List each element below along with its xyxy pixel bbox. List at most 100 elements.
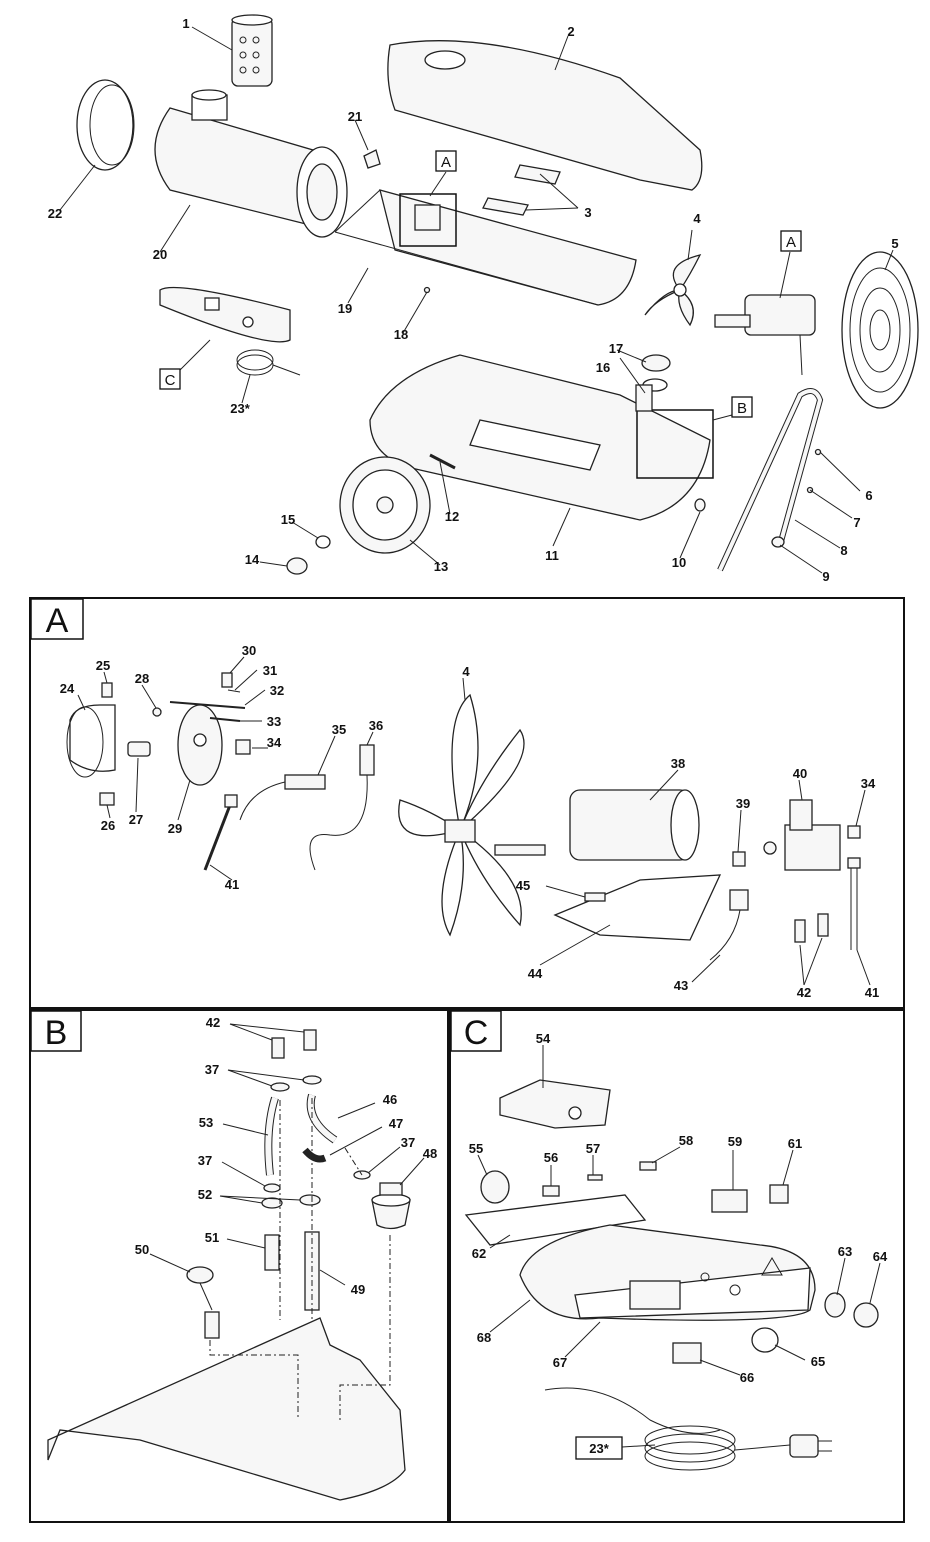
callout-23: 23* (230, 401, 250, 416)
callout-22: 22 (48, 206, 62, 221)
callout-41-left: 41 (225, 877, 239, 892)
callout-19: 19 (338, 301, 352, 316)
part-39-connector (732, 851, 746, 867)
part-15-washer (315, 535, 331, 549)
part-62-mounting-plate (464, 1194, 647, 1246)
callout-14: 14 (245, 552, 260, 567)
callout-35: 35 (332, 722, 346, 737)
callout-15: 15 (281, 512, 295, 527)
part-44-bracket (553, 874, 722, 941)
part-35-ignition-lead (239, 774, 326, 821)
part-51-filter (264, 1234, 280, 1271)
callout-63: 63 (838, 1244, 852, 1259)
callout-3: 3 (584, 205, 591, 220)
detail-box-a-overview (399, 193, 457, 247)
callout-21: 21 (348, 109, 362, 124)
part-42-screw-right (303, 1029, 317, 1051)
part-28-nut (152, 707, 162, 717)
callout-6: 6 (865, 488, 872, 503)
part-2-top-cover (387, 40, 703, 191)
part-4-fan (644, 254, 702, 327)
callout-34: 34 (267, 735, 282, 750)
part-41-pipe-right (847, 857, 861, 950)
callout-61: 61 (788, 1136, 802, 1151)
part-37-clamp-1 (270, 1082, 290, 1092)
callout-32: 32 (270, 683, 284, 698)
part-24-housing (66, 704, 116, 778)
part-45-spacer (584, 892, 606, 902)
section-a-title: A (46, 602, 69, 640)
part-52-grommet-1 (261, 1197, 283, 1209)
callout-13: 13 (434, 559, 448, 574)
part-3-plates (482, 164, 561, 216)
overview-callouts: 1 2 3 4 5 6 7 8 9 10 11 12 13 14 15 16 1… (48, 16, 899, 584)
callout-23-cord: 23* (589, 1441, 609, 1456)
part-19-bottom-cover (334, 189, 637, 306)
part-34-elbow (235, 739, 251, 755)
detail-box-b-overview (636, 409, 714, 479)
callout-17: 17 (609, 341, 623, 356)
callout-5: 5 (891, 236, 898, 251)
part-11-tank-base (369, 354, 711, 521)
part-34-elbow-right (847, 825, 861, 839)
part-42-screw-left (271, 1037, 285, 1059)
callout-42-a: 42 (797, 985, 811, 1000)
part-57-fuse (587, 1174, 603, 1181)
callout-56: 56 (544, 1150, 558, 1165)
part-21-clip (363, 149, 381, 169)
callout-30: 30 (242, 643, 256, 658)
part-40-pump (763, 799, 841, 871)
callout-4-detail: 4 (462, 664, 470, 679)
callout-44: 44 (528, 966, 543, 981)
part-56-thermostat (542, 1185, 560, 1197)
part-67-68-panel (519, 1224, 816, 1321)
callout-46: 46 (383, 1092, 397, 1107)
part-59-switch (711, 1189, 748, 1213)
motor-assembly-a (714, 294, 816, 376)
callout-29: 29 (168, 821, 182, 836)
callout-7: 7 (853, 515, 860, 530)
section-a: A (29, 597, 905, 1009)
part-37-clamp-3 (263, 1183, 281, 1193)
callout-68: 68 (477, 1330, 491, 1345)
part-9-foot (771, 536, 785, 548)
callout-40: 40 (793, 766, 807, 781)
callout-47: 47 (389, 1116, 403, 1131)
section-c-title: C (464, 1014, 489, 1052)
callout-20: 20 (153, 247, 167, 262)
section-a-frame (29, 597, 905, 1009)
section-c: C (449, 1009, 905, 1523)
part-26-clip (99, 792, 115, 806)
part-37-clamp-2 (302, 1075, 322, 1085)
callout-52: 52 (198, 1187, 212, 1202)
callout-37-top: 37 (205, 1062, 219, 1077)
part-66-rocker-switch (672, 1342, 702, 1364)
callout-18: 18 (394, 327, 408, 342)
part-16-filler-neck (635, 384, 653, 412)
part-23-power-cord (544, 1387, 832, 1471)
callout-1: 1 (182, 16, 189, 31)
part-30-33-electrodes (169, 672, 246, 722)
callout-24: 24 (60, 681, 75, 696)
part-4-fan-detail (398, 693, 525, 937)
part-64-cable-gland (853, 1302, 879, 1328)
part-36-cable (309, 744, 375, 871)
callout-62: 62 (472, 1246, 486, 1261)
part-50-gauge (186, 1266, 220, 1339)
part-20-combustion-chamber (154, 89, 348, 238)
part-10-bushing (694, 498, 706, 512)
part-48-filter (371, 1182, 411, 1230)
section-c-leaders (477, 1045, 881, 1448)
overview-leader-lines (59, 26, 894, 574)
part-54-control-board (499, 1079, 611, 1129)
part-1-perforated-sleeve (231, 14, 273, 87)
part-38-motor (494, 789, 700, 861)
part-17-cap (641, 354, 671, 372)
part-12-axle (429, 453, 456, 470)
part-18-screw (423, 286, 431, 294)
callout-53: 53 (199, 1115, 213, 1130)
callout-16: 16 (596, 360, 610, 375)
callout-38: 38 (671, 756, 685, 771)
part-47-hose (302, 1147, 327, 1163)
